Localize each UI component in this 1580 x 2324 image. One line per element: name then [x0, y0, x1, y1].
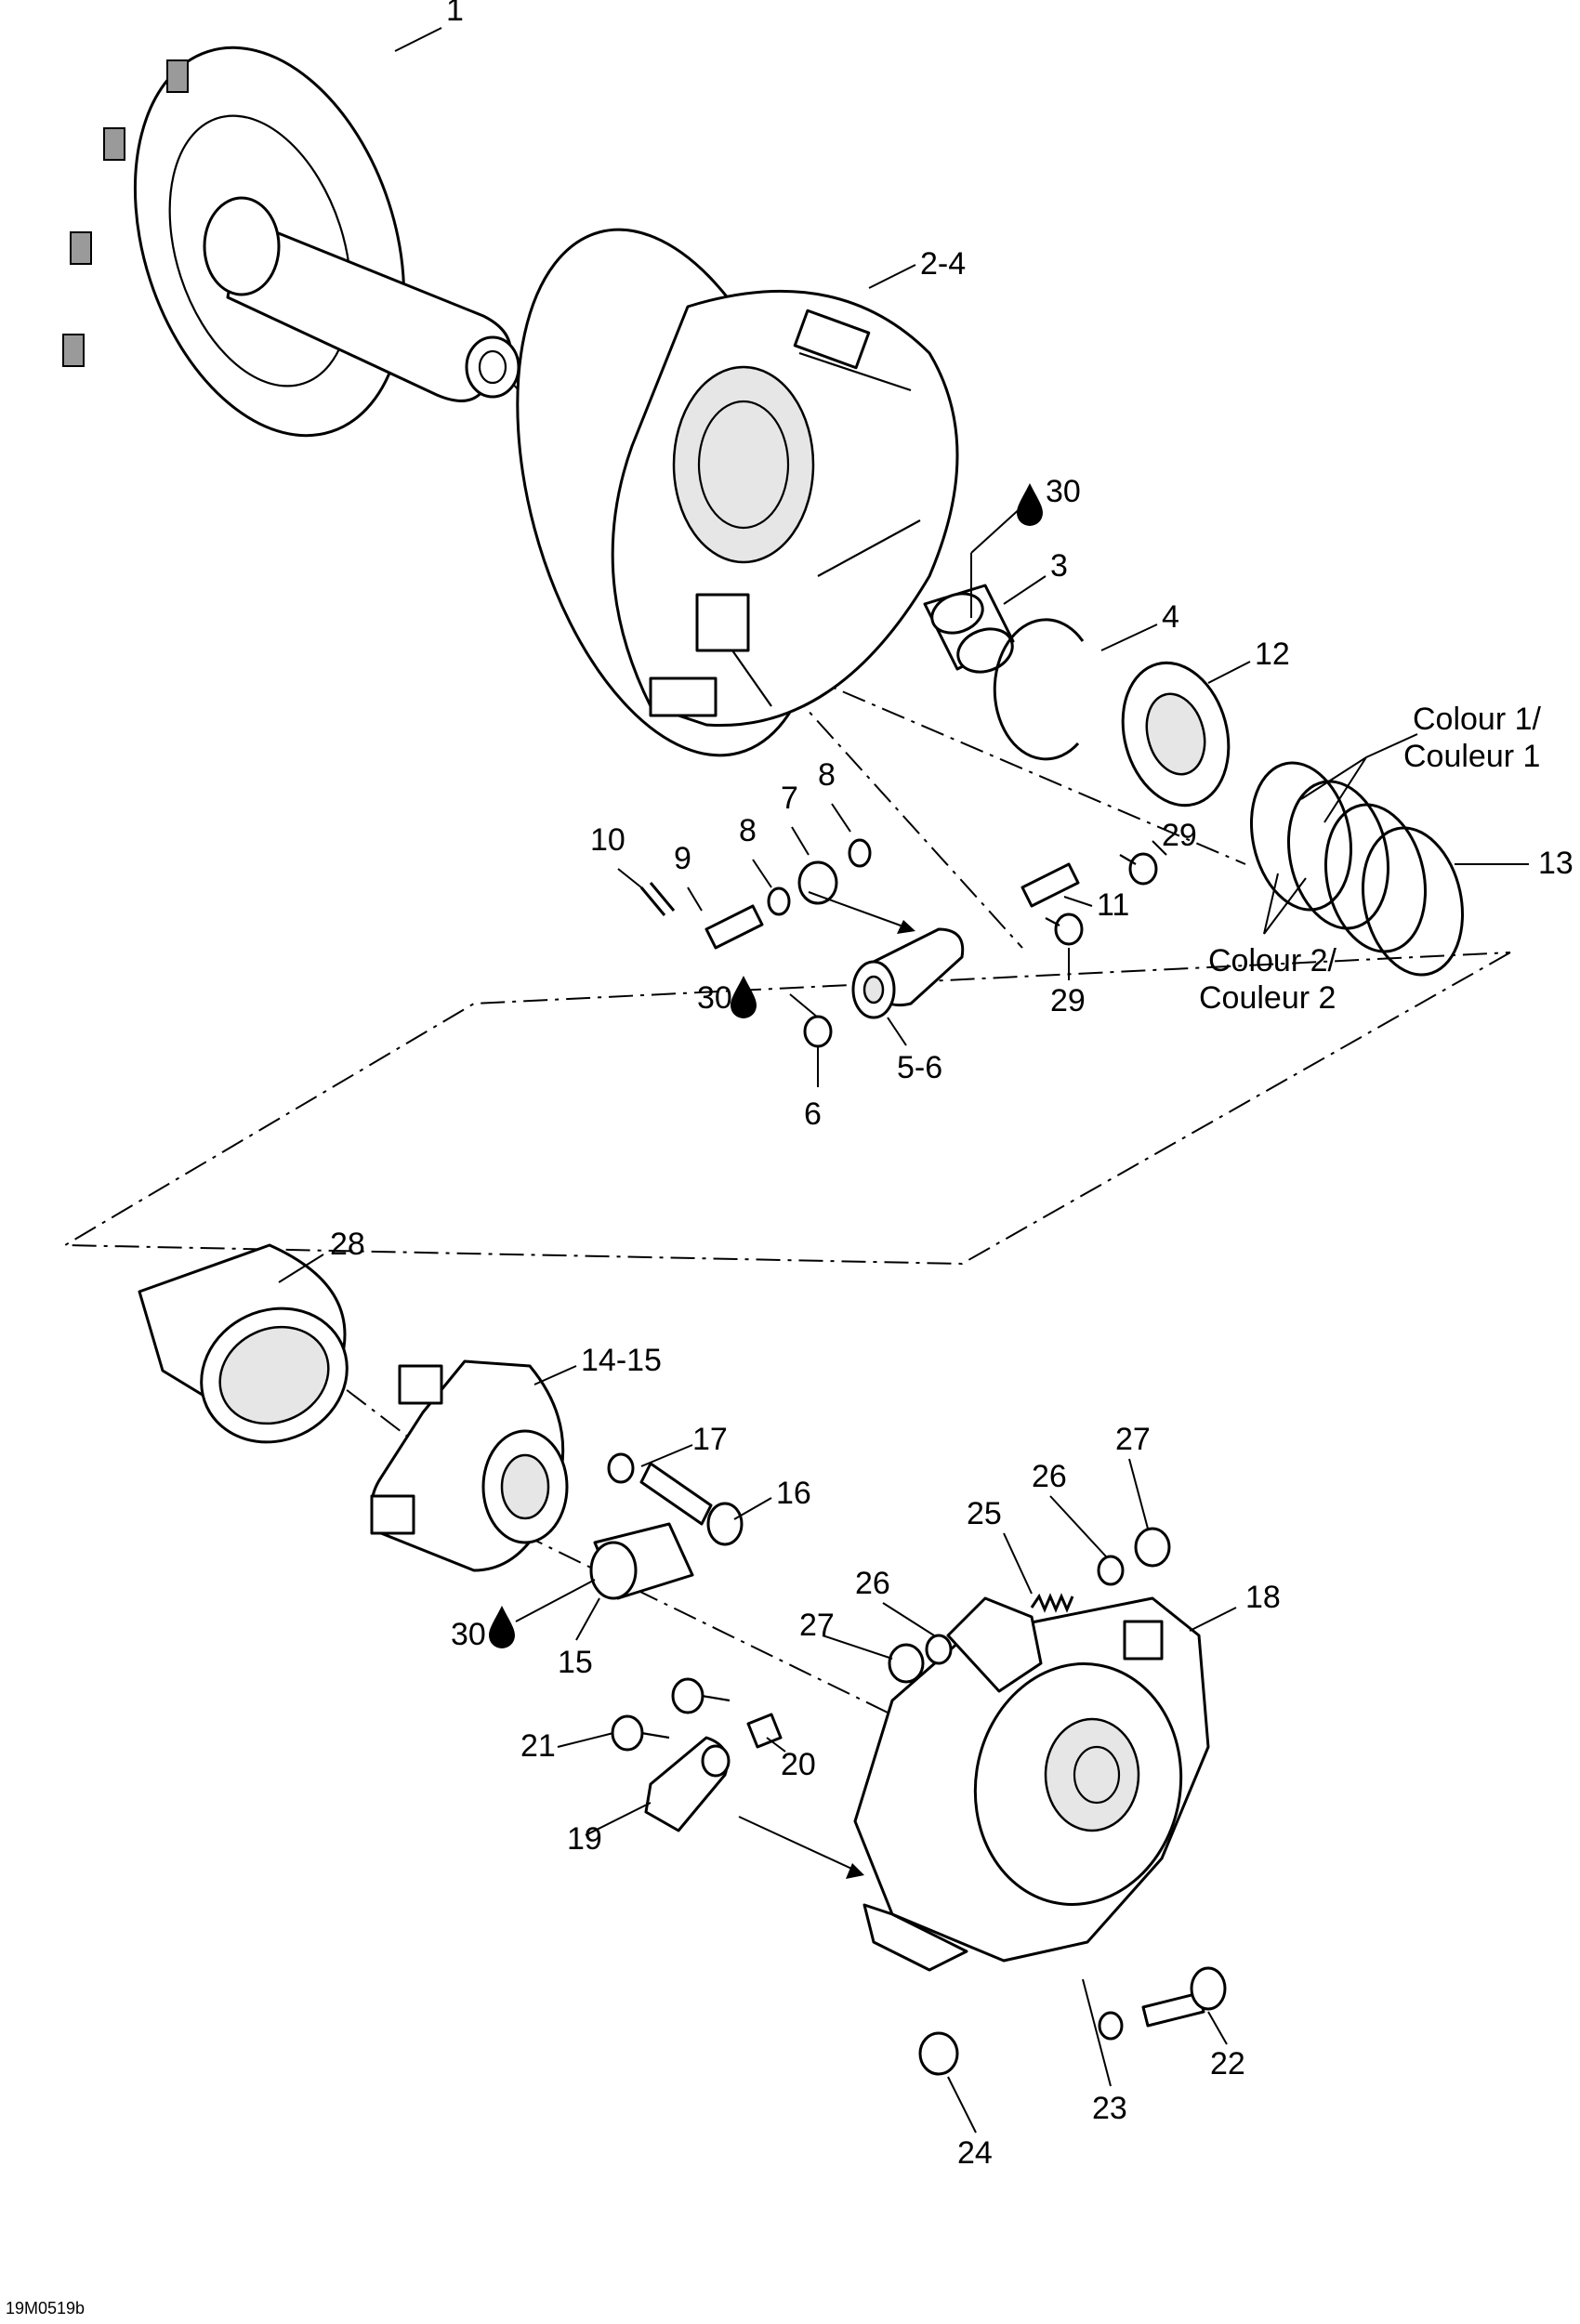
callout-13: 13 — [1538, 846, 1573, 881]
callout-26-bottom: 26 — [855, 1566, 890, 1601]
part-11-pin — [1020, 862, 1080, 908]
colour-1-label-line1: Colour 1/ — [1413, 702, 1542, 737]
assembly-arrows — [738, 891, 915, 1879]
part-8-washer-a — [767, 886, 791, 916]
callout-30-middle: 30 — [697, 980, 732, 1016]
callout-30-bottom: 30 — [451, 1617, 486, 1652]
part-21-bolt-a — [611, 1714, 670, 1752]
colour-1-label-line2: Couleur 1 — [1403, 739, 1540, 774]
part-23-washer — [1098, 2011, 1124, 2041]
callout-4: 4 — [1162, 599, 1179, 635]
callout-7: 7 — [781, 781, 798, 816]
callout-27-bottom: 27 — [799, 1608, 835, 1643]
callout-24: 24 — [957, 2135, 993, 2171]
callout-23: 23 — [1092, 2091, 1127, 2126]
drop-icon — [1017, 483, 1043, 526]
part-17-washer — [607, 1452, 635, 1484]
callout-12: 12 — [1255, 637, 1290, 672]
part-27-plug-a — [1134, 1527, 1171, 1568]
callout-20: 20 — [781, 1747, 816, 1782]
colour-2-label-line2: Couleur 2 — [1199, 980, 1336, 1016]
part-26-washer-a — [1097, 1555, 1125, 1586]
callout-labels: 1 2-4 3 4 12 30 Colour 1/ Couleur 1 13 C… — [330, 0, 1573, 2171]
callout-9: 9 — [674, 841, 691, 876]
part-20-pin — [746, 1713, 783, 1749]
callout-28: 28 — [330, 1227, 365, 1262]
part-29-screw-a — [1119, 852, 1158, 886]
callout-29-top: 29 — [1162, 818, 1197, 853]
part-12-seal — [1121, 661, 1231, 807]
callout-21: 21 — [520, 1728, 556, 1764]
callout-11: 11 — [1097, 887, 1129, 923]
part-28-bushing — [138, 1243, 349, 1444]
callout-30-top: 30 — [1046, 474, 1081, 509]
callout-26-top: 26 — [1032, 1459, 1067, 1494]
part-7-roller — [797, 860, 838, 905]
leader-lines — [278, 27, 1529, 2134]
callout-10: 10 — [590, 822, 625, 858]
callout-8-left: 8 — [739, 813, 757, 848]
callout-27-top: 27 — [1115, 1422, 1151, 1457]
callout-14-15: 14-15 — [581, 1343, 662, 1378]
callout-22: 22 — [1210, 2046, 1245, 2081]
figure-reference-code: 19M0519b — [6, 2299, 85, 2317]
part-16-screw — [639, 1462, 744, 1546]
part-18-governor-cup — [853, 1596, 1210, 1972]
part-21-bolt-b — [671, 1677, 731, 1714]
callout-5-6: 5-6 — [897, 1050, 942, 1085]
callout-15: 15 — [558, 1645, 593, 1680]
callout-2-4: 2-4 — [920, 246, 966, 282]
part-1-fixed-sheave — [62, 46, 520, 438]
callout-16: 16 — [776, 1476, 811, 1511]
drop-icon — [489, 1606, 515, 1648]
callout-8-right: 8 — [818, 757, 836, 793]
callout-1: 1 — [446, 0, 464, 28]
part-24-nut — [918, 2031, 959, 2076]
part-19-roller-arm — [644, 1736, 731, 1832]
callout-17: 17 — [692, 1422, 728, 1457]
part-10-cotter-pin — [639, 882, 676, 916]
callout-3: 3 — [1050, 548, 1068, 584]
callout-25: 25 — [967, 1496, 1002, 1531]
part-4-retaining-ring — [993, 618, 1085, 761]
callout-19: 19 — [567, 1821, 602, 1857]
part-2-4-movable-sheave — [516, 228, 959, 757]
callout-18: 18 — [1245, 1580, 1281, 1615]
part-15-bushing — [589, 1522, 694, 1600]
part-25-spring — [1030, 1593, 1074, 1613]
part-13-spring — [1249, 761, 1465, 977]
callout-29-bottom: 29 — [1050, 983, 1086, 1018]
part-8-washer-b — [848, 838, 872, 868]
part-27-plug-b — [888, 1643, 925, 1684]
drop-icon — [731, 976, 757, 1018]
part-5-6-roller-arm — [851, 927, 965, 1019]
part-14-15-cam — [370, 1359, 569, 1572]
part-3-bushing — [923, 584, 1015, 674]
part-29-screw-b — [1045, 913, 1084, 946]
part-22-bolt — [1141, 1966, 1227, 2028]
part-9-pin — [704, 904, 764, 950]
part-26-washer-b — [925, 1634, 953, 1665]
callout-6: 6 — [804, 1096, 822, 1132]
part-6-washer — [803, 1015, 833, 1048]
colour-2-label-line1: Colour 2/ — [1208, 943, 1337, 978]
